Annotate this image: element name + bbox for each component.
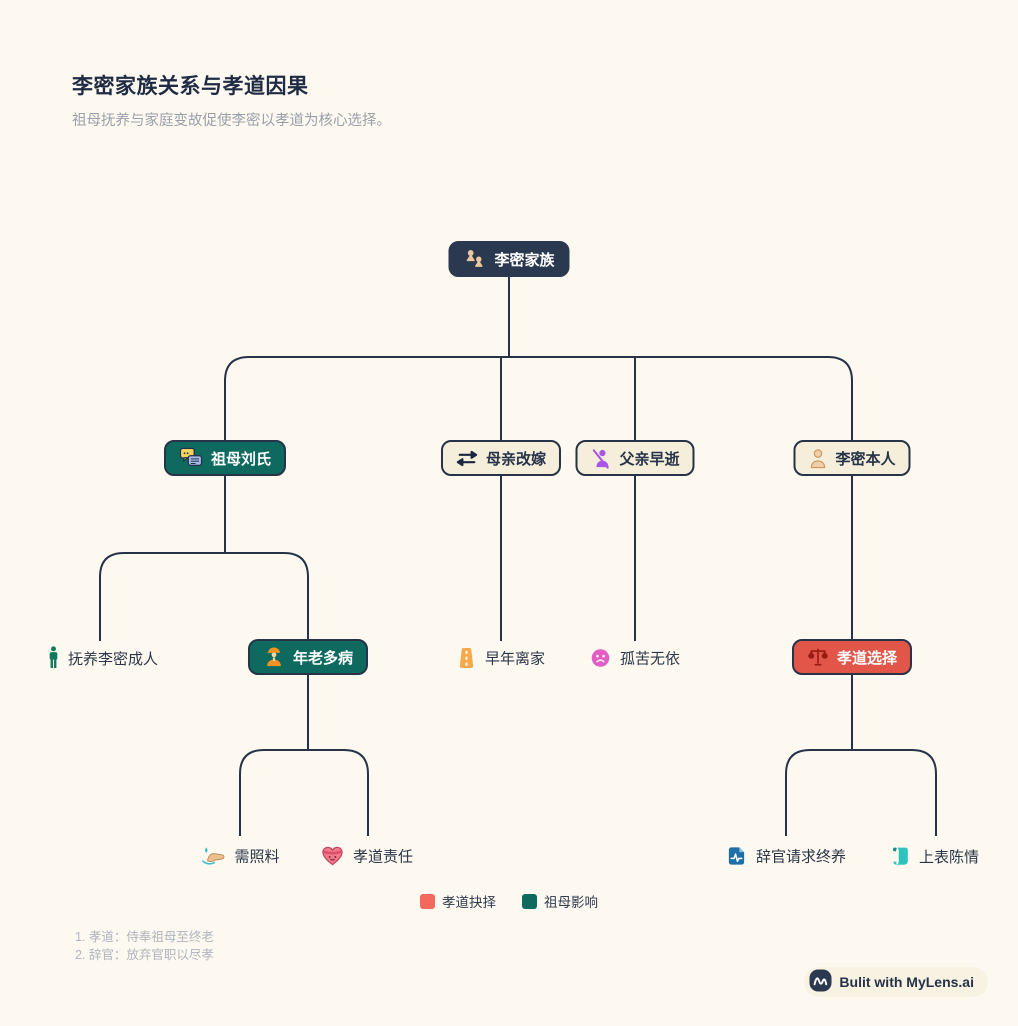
page-subtitle: 祖母抚养与家庭变故促使李密以孝道为核心选择。 bbox=[72, 113, 391, 129]
node-label: 孝道选择 bbox=[836, 649, 898, 667]
leaf-label: 孤苦无依 bbox=[619, 650, 681, 668]
node-father-died[interactable]: 父亲早逝 bbox=[575, 440, 695, 476]
leaf-label: 抚养李密成人 bbox=[67, 650, 159, 668]
elder-person-icon bbox=[263, 646, 285, 668]
node-filial-choice[interactable]: 孝道选择 bbox=[791, 639, 913, 675]
leaf-needs-care[interactable]: 需照料 bbox=[200, 846, 280, 867]
heart-face-icon bbox=[321, 846, 344, 867]
page-title: 李密家族关系与孝道因果 bbox=[72, 75, 309, 98]
person-icon bbox=[808, 448, 827, 469]
standing-person-icon bbox=[48, 646, 59, 670]
node-label: 李密本人 bbox=[835, 450, 896, 468]
legend-label: 孝道抉择 bbox=[442, 895, 496, 910]
scroll-icon bbox=[891, 845, 910, 867]
scales-icon bbox=[807, 647, 829, 667]
header: 李密家族关系与孝道因果 祖母抚养与家庭变故促使李密以孝道为核心选择。 bbox=[72, 70, 391, 130]
leaf-resign-request[interactable]: 辞官请求终养 bbox=[726, 846, 846, 867]
legend: 孝道抉择 祖母影响 bbox=[420, 891, 598, 911]
leaf-alone[interactable]: 孤苦无依 bbox=[590, 648, 680, 669]
node-old-sick[interactable]: 年老多病 bbox=[247, 639, 369, 675]
leaf-label: 孝道责任 bbox=[352, 848, 414, 866]
footnote-2: 2. 辞官：放弃官职以尽孝 bbox=[75, 948, 214, 963]
road-icon bbox=[457, 647, 476, 670]
hand-care-icon bbox=[200, 846, 225, 867]
node-mother-remarried[interactable]: 母亲改嫁 bbox=[440, 440, 562, 476]
mylens-badge[interactable]: Bulit with MyLens.ai bbox=[804, 967, 988, 997]
node-label: 祖母刘氏 bbox=[210, 450, 272, 468]
leaf-filial-duty[interactable]: 孝道责任 bbox=[321, 846, 413, 867]
node-label: 母亲改嫁 bbox=[485, 450, 547, 468]
legend-item-grandmother-influence: 祖母影响 bbox=[522, 891, 598, 911]
leaf-label: 辞官请求终养 bbox=[755, 848, 847, 866]
node-label: 李密家族 bbox=[494, 251, 555, 269]
family-icon bbox=[463, 249, 486, 270]
node-limi-family[interactable]: 李密家族 bbox=[448, 241, 570, 277]
node-label: 父亲早逝 bbox=[619, 450, 680, 468]
node-label: 年老多病 bbox=[292, 649, 354, 667]
person-slash-icon bbox=[590, 448, 611, 469]
leaf-left-home[interactable]: 早年离家 bbox=[457, 647, 545, 670]
sad-face-icon bbox=[590, 648, 611, 669]
leaf-label: 需照料 bbox=[234, 848, 280, 866]
mylens-logo-icon bbox=[809, 969, 832, 995]
legend-item-filial-decision: 孝道抉择 bbox=[420, 891, 496, 911]
chat-bubbles-icon bbox=[179, 447, 203, 469]
swap-arrows-icon bbox=[456, 450, 478, 467]
leaf-label: 早年离家 bbox=[484, 650, 546, 668]
footnote-1: 1. 孝道：侍奉祖母至终老 bbox=[75, 930, 214, 944]
leaf-memorial[interactable]: 上表陈情 bbox=[891, 845, 979, 867]
node-grandmother[interactable]: 祖母刘氏 bbox=[163, 440, 287, 476]
badge-label: Bulit with MyLens.ai bbox=[839, 974, 974, 990]
leaf-raised-limi[interactable]: 抚养李密成人 bbox=[48, 646, 158, 670]
document-pulse-icon bbox=[726, 846, 747, 867]
legend-swatch-teal bbox=[522, 893, 537, 909]
legend-swatch-red bbox=[420, 893, 435, 909]
node-limi-self[interactable]: 李密本人 bbox=[793, 440, 911, 476]
legend-label: 祖母影响 bbox=[544, 895, 598, 910]
footnotes: 1. 孝道：侍奉祖母至终老 2. 辞官：放弃官职以尽孝 bbox=[75, 928, 214, 964]
leaf-label: 上表陈情 bbox=[918, 848, 980, 866]
